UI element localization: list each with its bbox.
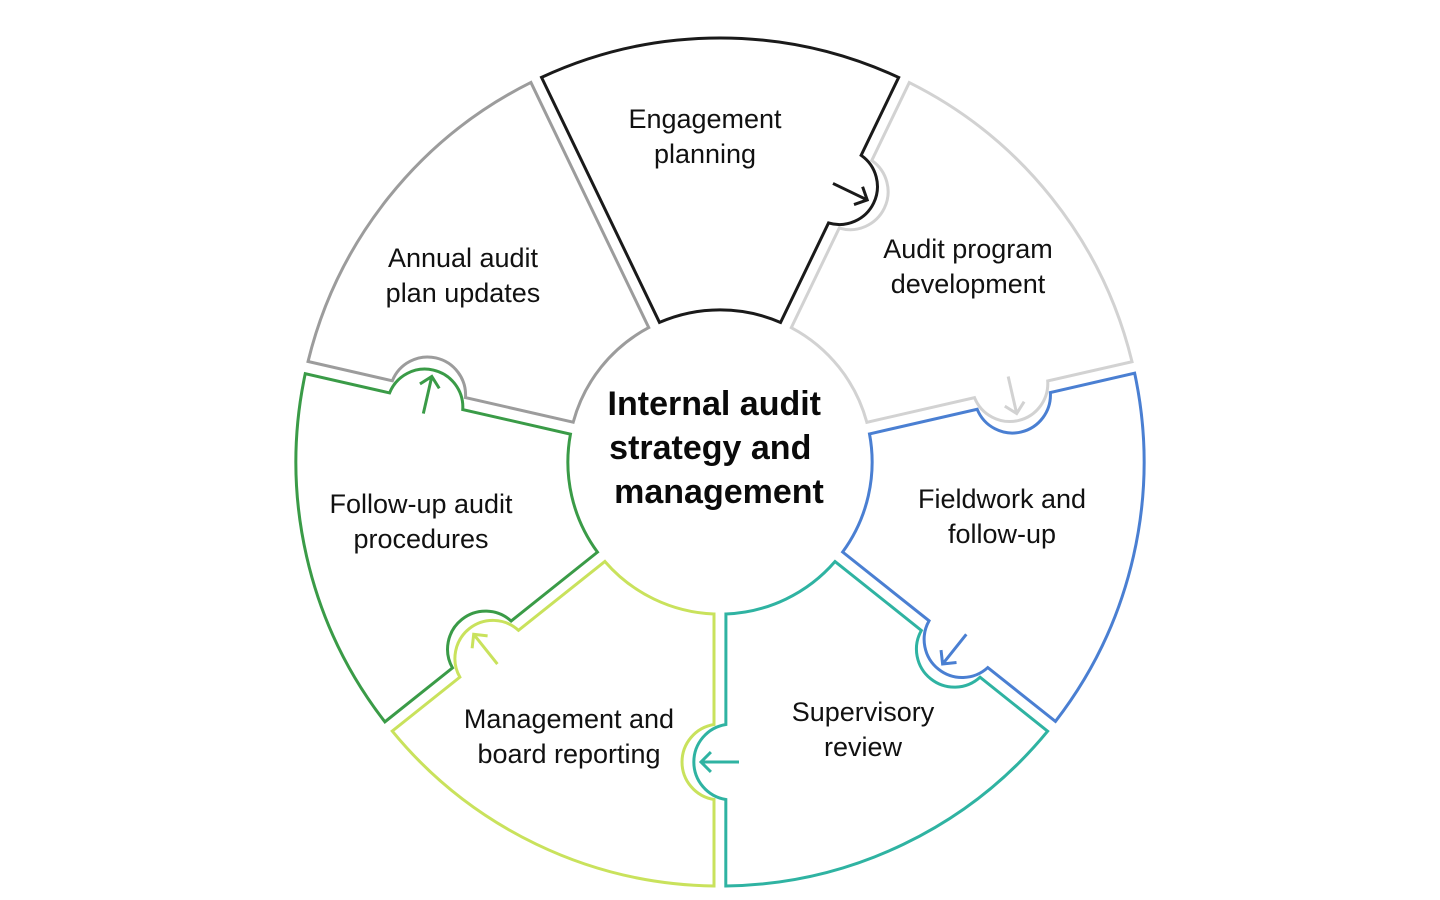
segment-label-line: Fieldwork and <box>918 484 1086 514</box>
segment-label-management-and-board-reporting: Management and board reporting <box>464 704 674 769</box>
segment-label-audit-program-development: Audit program development <box>883 234 1053 299</box>
hub-title: Internal audit strategy and management <box>608 385 831 511</box>
arrow-left-icon <box>698 751 739 773</box>
segment-label-line: Audit program <box>883 234 1053 264</box>
hub-title-line-1: Internal audit <box>608 385 821 423</box>
arrows-layer <box>419 182 1026 773</box>
segment-label-line: review <box>824 732 903 762</box>
segment-label-line: follow-up <box>948 519 1056 549</box>
segment-label-follow-up-audit-procedures: Follow-up audit procedures <box>329 489 513 554</box>
arrow-down-left-icon <box>939 633 968 666</box>
segment-follow-up-audit-procedures <box>294 367 600 724</box>
segment-label-line: Engagement <box>628 104 782 134</box>
segment-audit-program-development <box>789 80 1134 425</box>
segment-label-line: procedures <box>353 524 488 554</box>
segment-label-supervisory-review: Supervisory review <box>792 697 935 762</box>
segment-label-line: development <box>891 269 1046 299</box>
hub-title-line-2: strategy and <box>609 429 811 467</box>
segment-label-line: Management and <box>464 704 674 734</box>
segment-fieldwork-and-follow-up <box>840 371 1146 724</box>
segment-annual-audit-plan-updates <box>306 80 651 425</box>
segment-label-line: Follow-up audit <box>329 489 513 519</box>
arrow-up-left-icon <box>470 632 499 665</box>
arrow-right-down-icon <box>832 182 870 206</box>
hub-center: Internal audit strategy and management <box>608 385 831 511</box>
segment-engagement-planning <box>539 36 901 325</box>
segment-label-line: Annual audit <box>388 243 539 273</box>
arrow-up-icon <box>419 374 441 414</box>
segment-supervisory-review <box>692 559 1050 888</box>
segment-label-line: Supervisory <box>792 697 935 727</box>
segment-label-line: planning <box>654 139 756 169</box>
segment-label-fieldwork-and-follow-up: Fieldwork and follow-up <box>918 484 1086 549</box>
hub-title-line-3: management <box>614 473 824 511</box>
arrow-down-icon <box>1004 376 1026 416</box>
segment-label-engagement-planning: Engagement planning <box>628 104 782 169</box>
segment-label-line: board reporting <box>477 739 660 769</box>
segment-label-line: plan updates <box>386 278 541 308</box>
segment-label-annual-audit-plan-updates: Annual audit plan updates <box>386 243 541 308</box>
